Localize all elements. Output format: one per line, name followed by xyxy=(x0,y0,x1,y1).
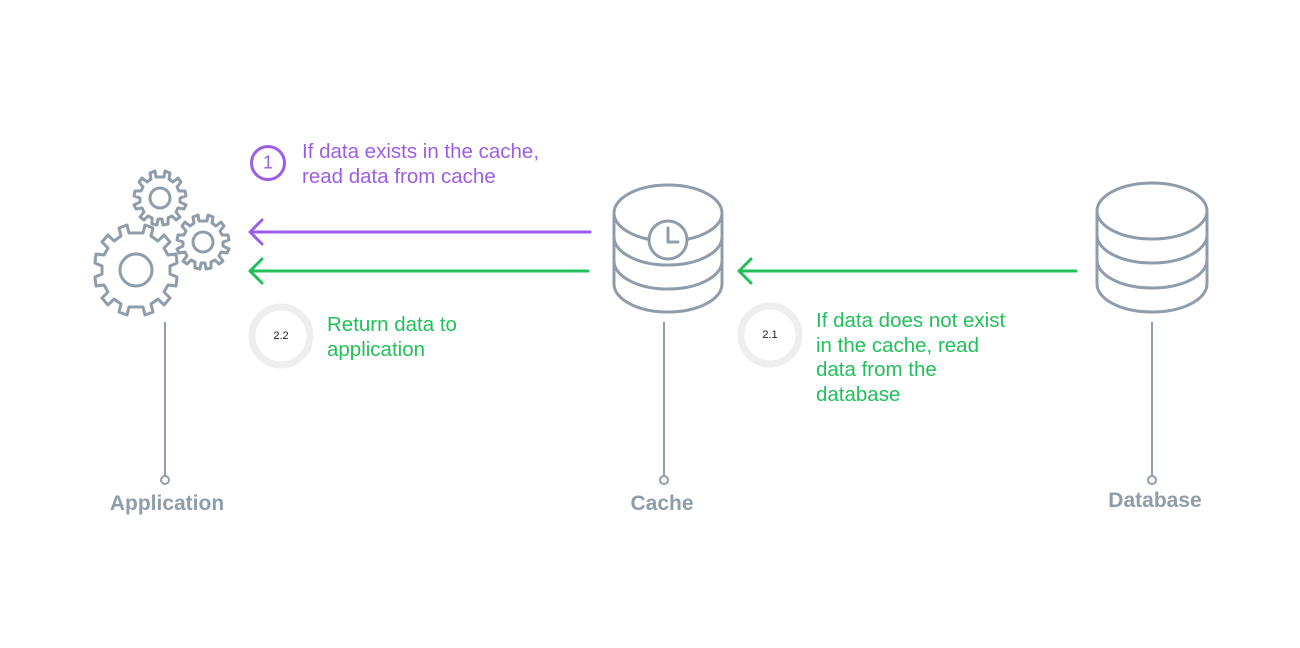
step1-line: read data from cache xyxy=(302,164,496,188)
step2-2-text: Return data to application xyxy=(327,313,457,362)
lifelines xyxy=(160,322,1157,485)
badge-step2-1 xyxy=(737,302,803,368)
database-lifeline-end xyxy=(1147,475,1157,485)
database-icon xyxy=(1095,181,1209,314)
database-label: Database xyxy=(1108,489,1202,512)
large-gear-icon xyxy=(93,223,179,317)
badge-step2-1-number: 2.1 xyxy=(762,329,778,341)
step2-1-text: If data does not exist in the cache, rea… xyxy=(816,309,1005,407)
arrow-step1 xyxy=(248,218,592,246)
cache-lifeline-end xyxy=(659,475,669,485)
badge-step1-number: 1 xyxy=(262,152,274,173)
application-label: Application xyxy=(109,492,225,515)
arrow-step2-1 xyxy=(737,257,1078,285)
step2-1-line: in the cache, read xyxy=(816,333,979,357)
step1-line: If data exists in the cache, xyxy=(302,140,540,163)
gears-icon xyxy=(93,169,231,317)
application-lifeline-end xyxy=(160,475,170,485)
step2-2-line: application xyxy=(327,337,426,361)
step1-text: If data exists in the cache, read data f… xyxy=(302,140,539,189)
badge-step1 xyxy=(250,145,286,181)
right-gear-icon xyxy=(175,213,231,271)
database-with-clock-icon xyxy=(612,183,724,314)
step2-1-line: data from the xyxy=(816,358,937,381)
step2-1-line: database xyxy=(816,382,901,406)
badge-step2-2 xyxy=(248,303,314,369)
step2-1-line: If data does not exist xyxy=(816,309,1006,332)
arrow-step2-2 xyxy=(248,257,590,285)
cache-label: Cache xyxy=(630,492,694,515)
step2-2-line: Return data to xyxy=(327,313,457,336)
badge-step2-2-number: 2.2 xyxy=(273,330,289,342)
top-gear-icon xyxy=(132,169,188,227)
